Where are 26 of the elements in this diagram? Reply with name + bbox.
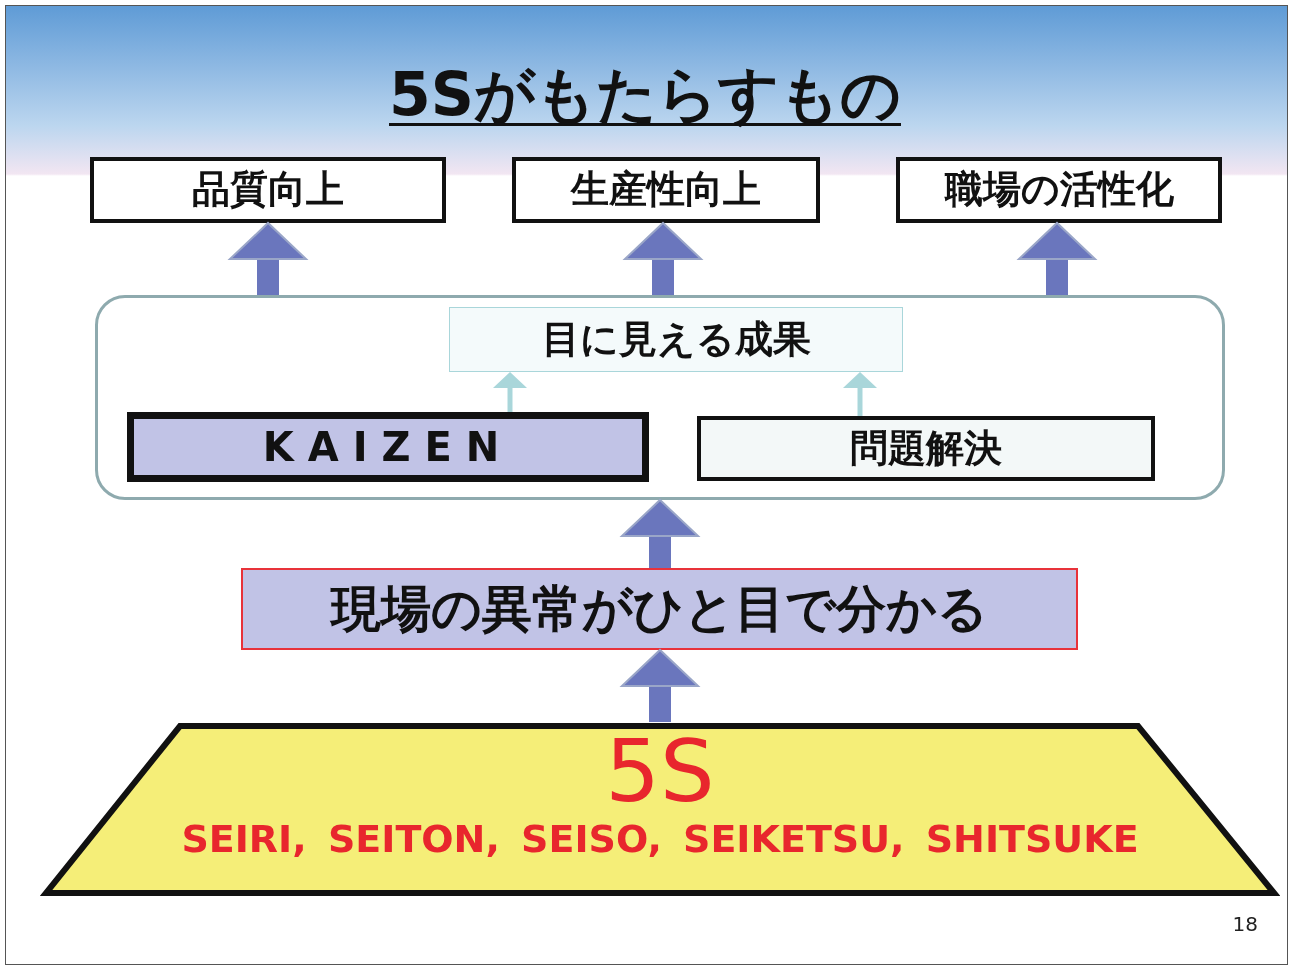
slide-title: 5Sがもたらすもの xyxy=(389,59,901,129)
block-arrow xyxy=(624,222,702,295)
page-number: 18 xyxy=(1232,912,1258,936)
result-box xyxy=(449,307,903,372)
box-label: 問題解決 xyxy=(850,427,1002,470)
box-label: 品質向上 xyxy=(192,169,344,211)
arrow xyxy=(493,372,527,412)
group-panel xyxy=(95,295,1225,500)
block-arrow xyxy=(229,222,307,295)
outcome-box xyxy=(90,157,446,223)
arrow xyxy=(843,372,877,416)
problem-solving-box xyxy=(697,416,1155,481)
kaizen-box xyxy=(127,412,649,482)
box-label: 職場の活性化 xyxy=(944,169,1174,211)
box-label: 目に見える成果 xyxy=(541,318,811,361)
block-arrow xyxy=(621,499,699,568)
block-arrow xyxy=(1018,222,1096,295)
block-arrow xyxy=(621,649,699,722)
base-title: 5S xyxy=(605,724,715,819)
base-subtitle: SEIRI, SEITON, SEISO, SEIKETSU, SHITSUKE xyxy=(181,818,1139,861)
box-label: 生産性向上 xyxy=(571,169,761,211)
outcome-box xyxy=(512,157,820,223)
banner-box xyxy=(241,568,1078,650)
banner-text: 現場の異常がひと目で分かる xyxy=(331,581,988,637)
outcome-box xyxy=(896,157,1222,223)
box-label: KAIZEN xyxy=(262,425,514,469)
